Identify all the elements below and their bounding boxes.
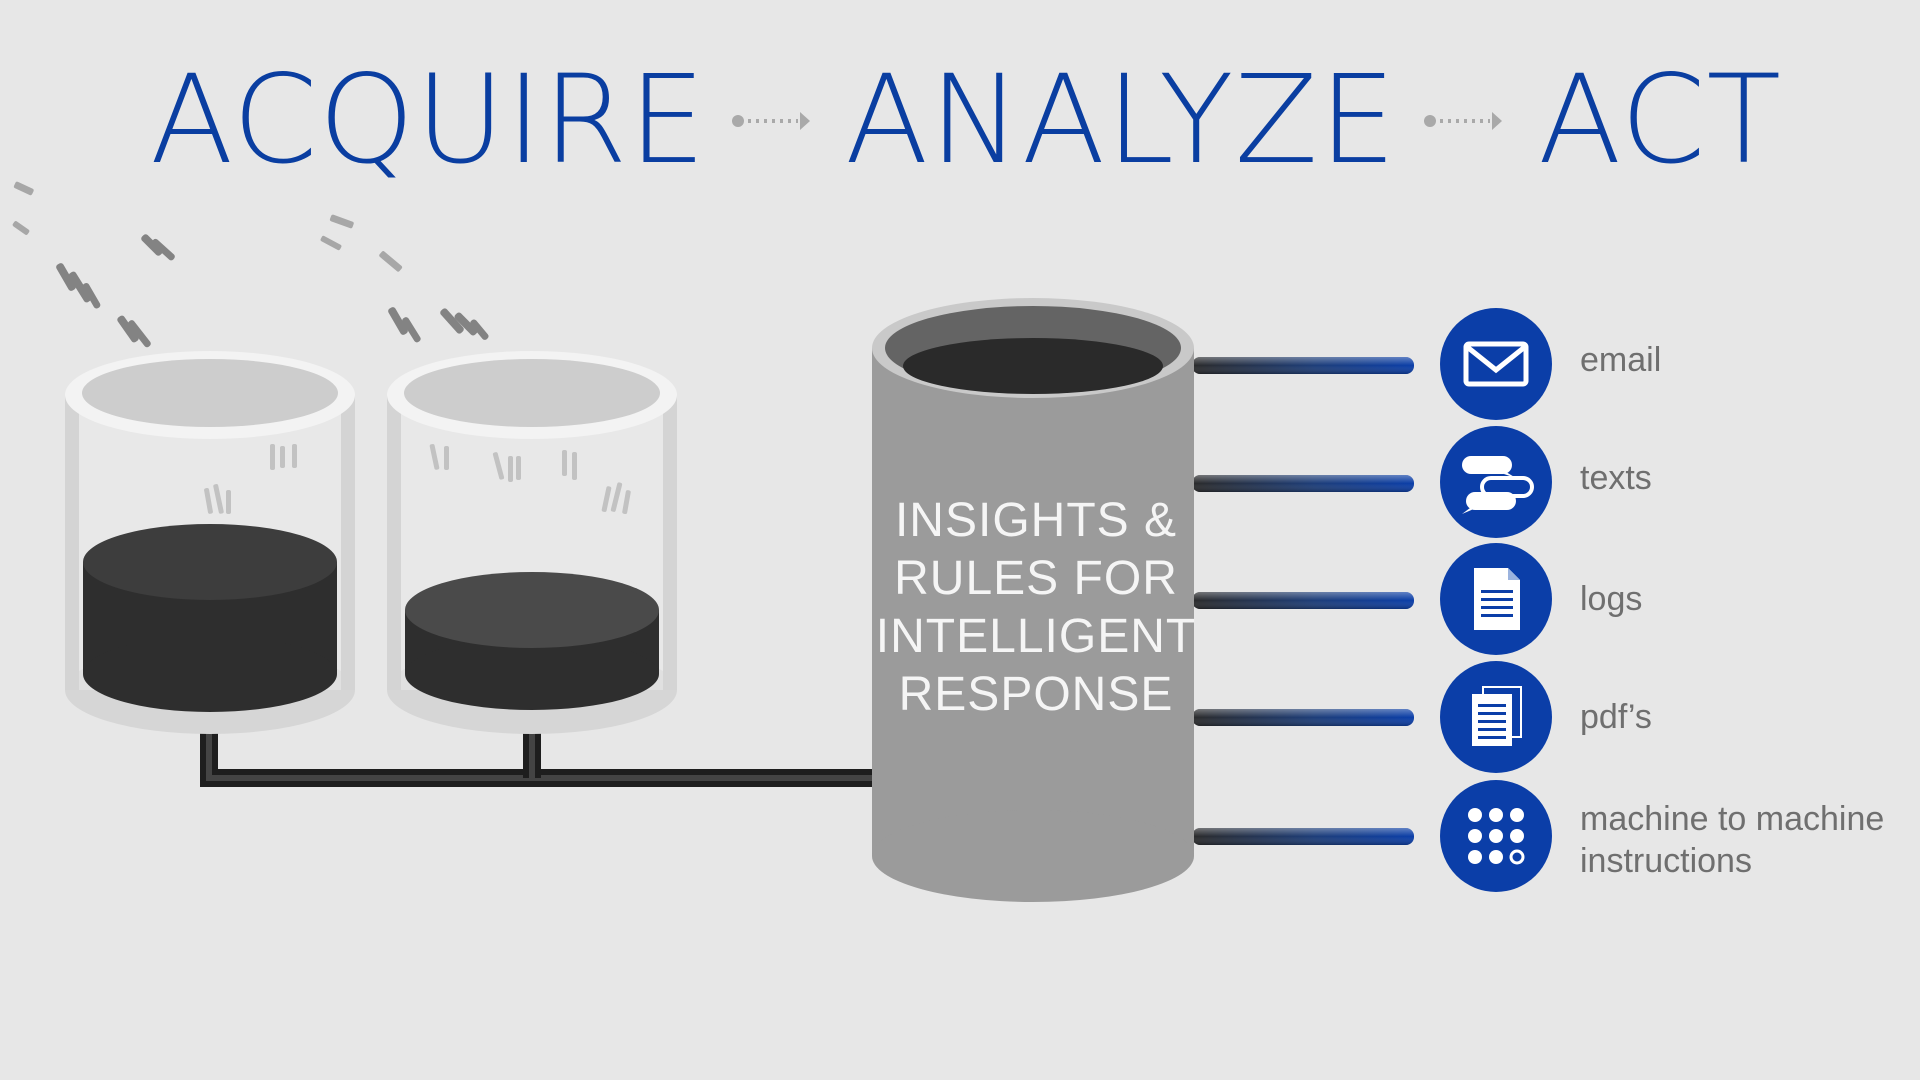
connector-pipe [200,732,880,787]
document-icon [1440,543,1552,655]
arrow-analyze-to-act [1424,112,1502,130]
acquire-tank-1 [65,351,355,734]
output-label-texts: texts [1580,459,1652,497]
arrow-acquire-to-analyze [732,112,810,130]
chat-bubbles-icon [1440,426,1552,538]
dot-grid-icon [1440,780,1552,892]
analyze-tank-line-3: INTELLIGENT [875,610,1197,663]
heading-act: ACT [1538,49,1783,191]
output-label-machine-line-2: instructions [1580,842,1752,880]
heading-acquire: ACQUIRE [150,49,707,191]
output-label-logs: logs [1580,580,1643,618]
output-label-email: email [1580,341,1662,379]
acquire-tank-2 [387,351,677,734]
analyze-tank-line-1: INSIGHTS & [894,494,1178,547]
analyze-tank-line-2: RULES FOR [894,552,1178,605]
envelope-icon [1440,308,1552,420]
heading-analyze: ANALYZE [845,49,1398,191]
analyze-tank-label: INSIGHTS & RULES FOR INTELLIGENT RESPONS… [872,492,1200,724]
analyze-tank [872,298,1194,902]
output-pipes [1192,357,1414,845]
analyze-tank-line-4: RESPONSE [898,668,1174,721]
output-label-pdfs: pdf’s [1580,698,1652,736]
output-label-machine-line-1: machine to machine [1580,800,1885,838]
stacked-documents-icon [1440,661,1552,773]
